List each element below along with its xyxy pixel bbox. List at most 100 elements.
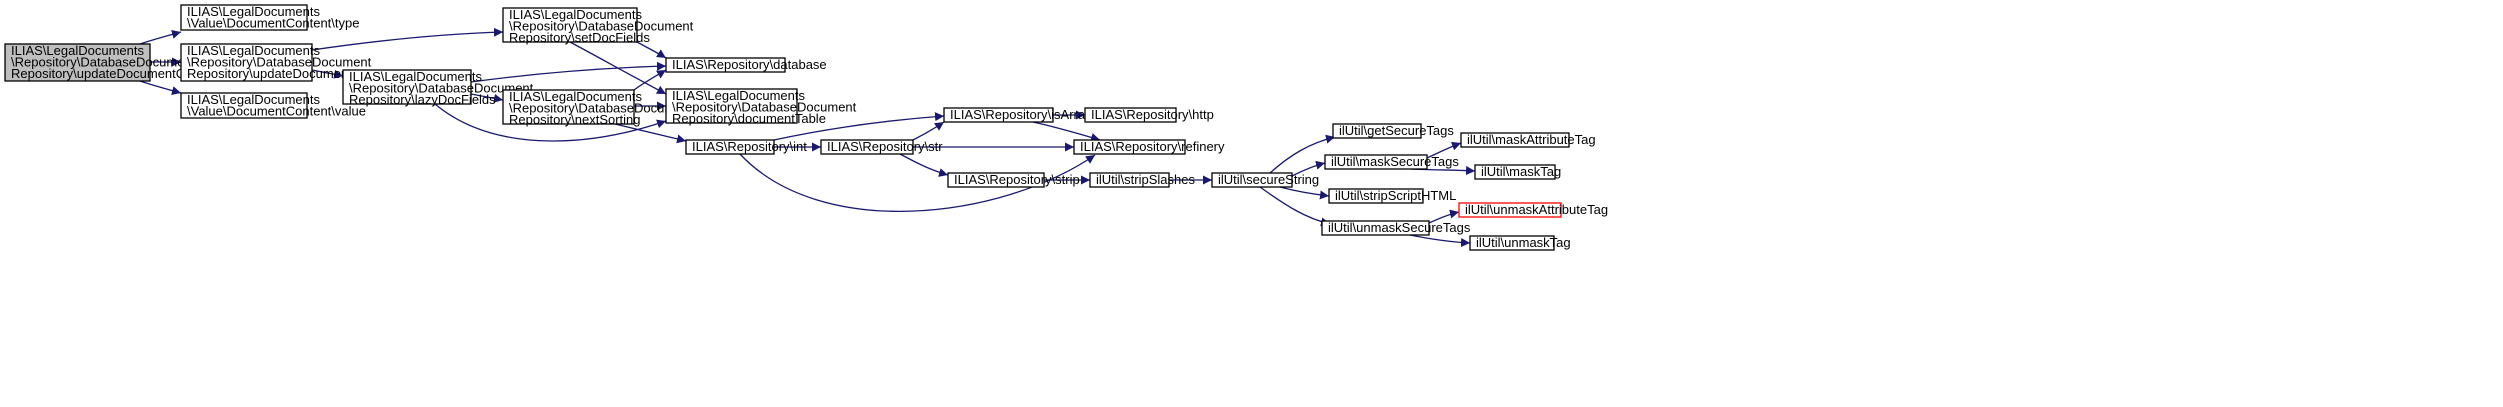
root-node-root: ILIAS\LegalDocuments\Repository\Database… (4, 43, 222, 82)
node-label-line: ILIAS\Repository\str (827, 139, 943, 154)
node-maskSecureTags[interactable]: ilUtil\maskSecureTags (1324, 154, 1459, 170)
node-label-line: \Value\DocumentContent\type (187, 16, 359, 31)
nodes-layer: ILIAS\LegalDocuments\Repository\Database… (4, 4, 1608, 251)
node-label-line: ilUtil\stripScriptHTML (1335, 188, 1456, 203)
node-getSecureTags[interactable]: ilUtil\getSecureTags (1332, 123, 1454, 139)
node-label-line: ILIAS\Repository\strip (954, 172, 1080, 187)
node-label-line: ILIAS\LegalDocuments (11, 43, 144, 58)
node-box (1474, 164, 1556, 180)
node-box (180, 43, 313, 82)
node-updateDocument[interactable]: ILIAS\LegalDocuments\Repository\Database… (180, 43, 372, 82)
edge-unmaskSecureTags-to-unmaskTag (1409, 234, 1471, 248)
node-label-line: Repository\setDocFields (509, 30, 650, 45)
edge-str-to-isArray (912, 121, 945, 141)
node-label-line: ilUtil\maskAttributeTag (1467, 132, 1596, 147)
node-isArray[interactable]: ILIAS\Repository\isArray (943, 107, 1092, 123)
node-unmaskAttributeTag[interactable]: ilUtil\unmaskAttributeTag (1458, 202, 1608, 218)
edge-unmaskSecureTags-to-unmaskAttributeTag (1428, 209, 1460, 224)
node-maskAttributeTag[interactable]: ilUtil\maskAttributeTag (1460, 132, 1596, 148)
node-box (1460, 132, 1570, 148)
node-box (1321, 220, 1430, 236)
node-label-line: ILIAS\Repository\http (1091, 107, 1214, 122)
node-unmaskTag[interactable]: ilUtil\unmaskTag (1469, 235, 1571, 251)
edge-lazyDocFields-to-database (470, 61, 667, 83)
edge-updateDocument-to-lazyDocFields (311, 69, 344, 79)
node-box (342, 69, 472, 105)
edge-secureString-to-maskSecureTags (1291, 160, 1326, 177)
node-box (685, 139, 775, 155)
node-str[interactable]: ILIAS\Repository\str (820, 139, 943, 155)
node-label-line: ILIAS\Repository\isArray (950, 107, 1092, 122)
node-label-line: ilUtil\maskSecureTags (1331, 154, 1459, 169)
node-lazyDocFields[interactable]: ILIAS\LegalDocuments\Repository\Database… (342, 69, 534, 107)
node-label-line: Repository\lazyDocFields (349, 92, 496, 107)
node-label-line: ilUtil\unmaskTag (1476, 235, 1571, 250)
node-documentTable[interactable]: ILIAS\LegalDocuments\Repository\Database… (665, 88, 857, 126)
edge-int-to-refinery (739, 153, 1096, 212)
edges-layer (139, 27, 1476, 248)
node-box (1211, 172, 1293, 188)
node-strip[interactable]: ILIAS\Repository\strip (947, 172, 1080, 188)
node-box (1469, 235, 1555, 251)
node-value[interactable]: ILIAS\LegalDocuments\Value\DocumentConte… (180, 92, 366, 119)
node-label-line: ILIAS\Repository\int (692, 139, 807, 154)
node-database[interactable]: ILIAS\Repository\database (665, 57, 827, 73)
node-label-line: Repository\documentTable (672, 111, 826, 126)
edge-isArray-to-refinery (1032, 121, 1101, 142)
node-box (820, 139, 914, 155)
node-label-line: ilUtil\unmaskAttributeTag (1465, 202, 1608, 217)
node-http[interactable]: ILIAS\Repository\http (1084, 107, 1214, 123)
node-stripScriptHTML[interactable]: ilUtil\stripScriptHTML (1328, 188, 1456, 204)
node-secureString[interactable]: ilUtil\secureString (1211, 172, 1319, 188)
node-box (4, 43, 151, 82)
node-label-line: ilUtil\getSecureTags (1339, 123, 1454, 138)
node-label-line: Repository\updateDocumentContent (11, 66, 222, 81)
node-label-line: Repository\nextSorting (509, 112, 641, 127)
edge-maskSecureTags-to-maskAttributeTag (1426, 141, 1462, 159)
node-refinery[interactable]: ILIAS\Repository\refinery (1073, 139, 1225, 155)
edge-setDocFields-to-documentTable (569, 41, 667, 95)
edge-lazyDocFields-to-documentTable (434, 103, 667, 142)
node-box (1458, 202, 1562, 218)
node-label-line: \Value\DocumentContent\value (187, 104, 366, 119)
node-box (180, 92, 308, 119)
node-box (502, 7, 638, 43)
node-unmaskSecureTags[interactable]: ilUtil\unmaskSecureTags (1321, 220, 1471, 236)
node-type[interactable]: ILIAS\LegalDocuments\Value\DocumentConte… (180, 4, 359, 31)
node-box (1332, 123, 1422, 139)
node-label-line: \Repository\DatabaseDocument (187, 55, 372, 70)
node-label-line: ILIAS\LegalDocuments (187, 4, 320, 19)
node-box (502, 89, 635, 125)
edge-setDocFields-to-database (636, 41, 667, 59)
edge-nextSorting-to-int (614, 123, 687, 144)
edge-int-to-isArray (773, 112, 945, 141)
node-label-line: ILIAS\LegalDocuments (349, 69, 482, 84)
node-box (1084, 107, 1177, 123)
node-label-line: ilUtil\secureString (1218, 172, 1319, 187)
node-label-line: Repository\updateDocument (187, 66, 352, 81)
node-maskTag[interactable]: ilUtil\maskTag (1474, 164, 1561, 180)
node-nextSorting[interactable]: ILIAS\LegalDocuments\Repository\Database… (502, 89, 694, 127)
node-box (947, 172, 1045, 188)
node-int[interactable]: ILIAS\Repository\int (685, 139, 807, 155)
edge-str-to-strip (899, 153, 949, 177)
node-label-line: \Repository\DatabaseDocument (509, 101, 694, 116)
node-box (180, 4, 308, 31)
node-label-line: ILIAS\LegalDocuments (509, 89, 642, 104)
node-stripSlashes[interactable]: ilUtil\stripSlashes (1089, 172, 1195, 188)
edge-secureString-to-stripScriptHTML (1279, 186, 1330, 200)
node-box (943, 107, 1054, 123)
node-label-line: \Repository\DatabaseDocument (509, 19, 694, 34)
node-box (1073, 139, 1186, 155)
node-label-line: ilUtil\stripSlashes (1096, 172, 1195, 187)
edge-secureString-to-getSecureTags (1269, 134, 1336, 174)
node-label-line: ILIAS\LegalDocuments (187, 92, 320, 107)
node-label-line: ilUtil\unmaskSecureTags (1328, 220, 1471, 235)
node-label-line: ILIAS\LegalDocuments (672, 88, 805, 103)
edge-updateDocument-to-setDocFields (311, 27, 504, 51)
node-box (665, 88, 798, 124)
edge-nextSorting-to-database (633, 69, 667, 91)
node-label-line: ILIAS\LegalDocuments (509, 7, 642, 22)
node-label-line: ILIAS\Repository\refinery (1080, 139, 1225, 154)
node-setDocFields[interactable]: ILIAS\LegalDocuments\Repository\Database… (502, 7, 694, 45)
